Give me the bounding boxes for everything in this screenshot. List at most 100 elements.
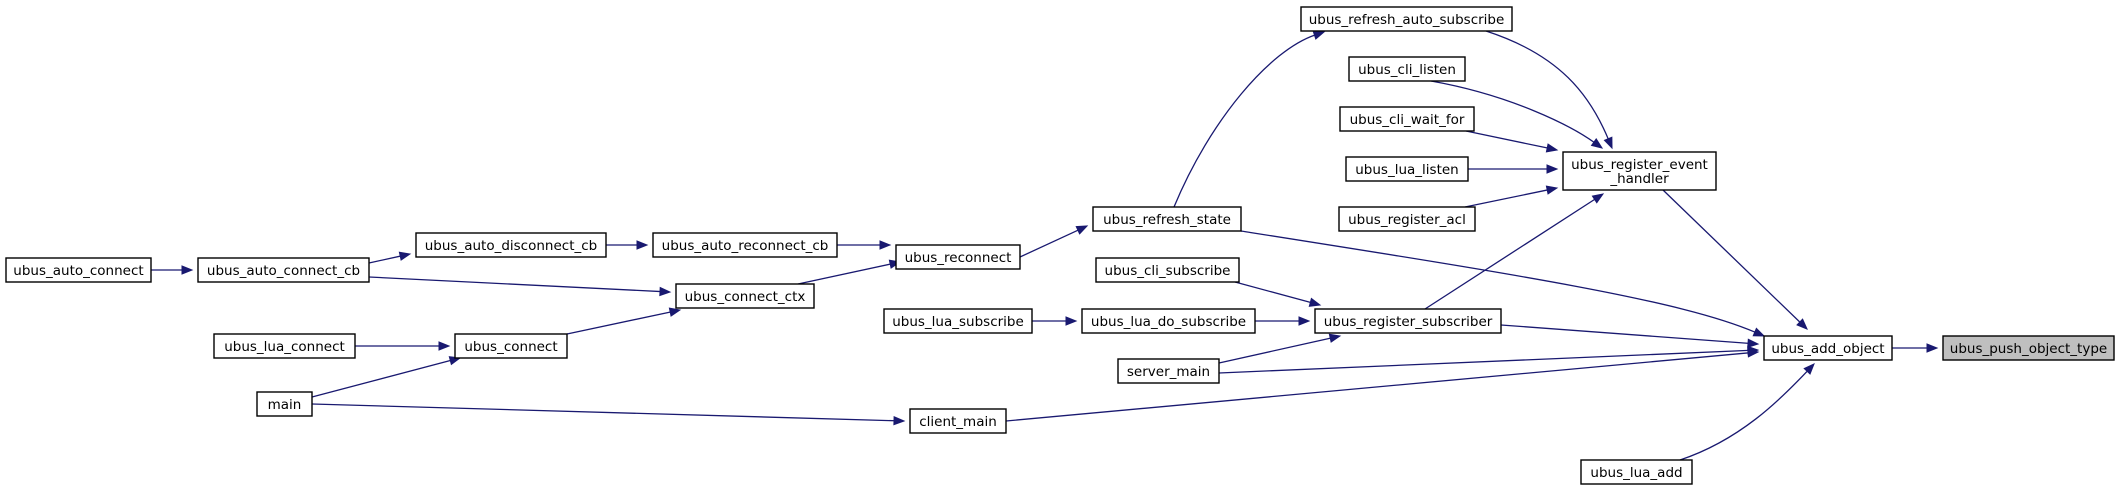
arrowhead-icon <box>1747 348 1760 358</box>
edge-auto_connect_cb-to-connect_ctx <box>368 276 672 297</box>
arrowhead-icon <box>1312 30 1326 40</box>
node-label: ubus_connect <box>464 339 557 355</box>
node-label: ubus_refresh_auto_subscribe <box>1309 12 1505 28</box>
node-auto-connect[interactable]: ubus_auto_connect <box>5 257 152 283</box>
node-label: ubus_push_object_type <box>1950 341 2107 357</box>
edge-cli_subscribe-to-register_subscriber <box>1234 281 1322 307</box>
node-connect[interactable]: ubus_connect <box>454 333 568 359</box>
node-refresh-auto-subscribe[interactable]: ubus_refresh_auto_subscribe <box>1300 6 1513 32</box>
node-box <box>256 391 313 417</box>
edge-line <box>1679 370 1809 461</box>
node-label: ubus_lua_add <box>1590 465 1682 481</box>
edge-lua_do_subscribe-to-register_subscriber <box>1255 316 1311 326</box>
edge-line <box>1485 30 1610 140</box>
node-cli-listen[interactable]: ubus_cli_listen <box>1348 56 1466 82</box>
arrowhead-icon <box>636 240 649 250</box>
node-lua-subscribe[interactable]: ubus_lua_subscribe <box>883 308 1033 334</box>
edge-auto_connect-to-auto_connect_cb <box>151 265 194 275</box>
node-reconnect[interactable]: ubus_reconnect <box>895 244 1021 270</box>
node-cli-wait-for[interactable]: ubus_cli_wait_for <box>1339 106 1475 132</box>
node-lua-do-subscribe[interactable]: ubus_lua_do_subscribe <box>1081 308 1256 334</box>
arrowhead-icon <box>659 286 672 297</box>
node-box <box>213 333 356 359</box>
node-box <box>883 308 1033 334</box>
node-register-subscriber[interactable]: ubus_register_subscriber <box>1314 308 1502 334</box>
arrowhead-icon <box>438 341 451 351</box>
arrowhead-icon <box>1546 164 1559 174</box>
arrowhead-icon <box>1752 327 1766 337</box>
node-label: ubus_cli_listen <box>1358 62 1456 78</box>
node-label: ubus_register_acl <box>1348 212 1466 228</box>
node-client-main[interactable]: client_main <box>909 408 1007 434</box>
node-box <box>895 244 1021 270</box>
node-auto-connect-cb[interactable]: ubus_auto_connect_cb <box>197 257 370 283</box>
edge-line <box>1173 34 1316 208</box>
node-lua-listen[interactable]: ubus_lua_listen <box>1345 156 1469 182</box>
node-box <box>1562 151 1717 191</box>
node-label: server_main <box>1127 364 1210 380</box>
edge-line <box>368 276 662 293</box>
edge-auto_disconnect_cb-to-auto_reconnect_cb <box>606 240 649 250</box>
node-auto-reconnect-cb[interactable]: ubus_auto_reconnect_cb <box>652 232 838 258</box>
node-box <box>1314 308 1502 334</box>
edge-line <box>311 403 896 422</box>
edge-refresh_state-to-refresh_auto_subscribe <box>1173 30 1326 208</box>
arrowhead-icon <box>1591 193 1605 204</box>
node-label: ubus_refresh_state <box>1103 212 1231 228</box>
node-add-object[interactable]: ubus_add_object <box>1763 335 1893 361</box>
node-box <box>5 257 152 283</box>
node-box <box>1300 6 1513 32</box>
node-label: ubus_register_event_handler <box>1571 157 1708 187</box>
node-lua-connect[interactable]: ubus_lua_connect <box>213 333 356 359</box>
edge-line <box>368 255 402 264</box>
node-label: ubus_auto_connect_cb <box>207 263 360 279</box>
arrowhead-icon <box>1545 185 1559 195</box>
node-main[interactable]: main <box>256 391 313 417</box>
node-label: ubus_connect_ctx <box>685 289 806 305</box>
edge-server_main-to-register_subscriber <box>1218 333 1342 364</box>
arrowhead-icon <box>1603 136 1613 150</box>
node-cli-subscribe[interactable]: ubus_cli_subscribe <box>1095 257 1240 283</box>
node-server-main[interactable]: server_main <box>1117 358 1220 384</box>
arrowhead-icon <box>1747 338 1760 348</box>
edge-register_acl-to-register_event_handler <box>1464 185 1559 208</box>
node-auto-disconnect-cb[interactable]: ubus_auto_disconnect_cb <box>415 232 607 258</box>
edge-lua_subscribe-to-lua_do_subscribe <box>1032 316 1078 326</box>
node-box <box>1338 206 1476 232</box>
node-label: ubus_lua_subscribe <box>892 314 1024 330</box>
edge-line <box>1234 281 1312 304</box>
node-refresh-state[interactable]: ubus_refresh_state <box>1092 206 1242 232</box>
edge-line <box>1424 198 1596 310</box>
edge-refresh_auto_subscribe-to-register_event_handler <box>1485 30 1613 150</box>
node-lua-add[interactable]: ubus_lua_add <box>1580 459 1693 485</box>
node-box <box>1942 335 2115 361</box>
edge-lua_connect-to-connect <box>355 341 451 351</box>
edge-line <box>1005 352 1750 422</box>
node-register-acl[interactable]: ubus_register_acl <box>1338 206 1476 232</box>
edge-refresh_state-to-add_object <box>1240 230 1766 337</box>
edge-cli_wait_for-to-register_event_handler <box>1465 130 1559 153</box>
node-push-object-type[interactable]: ubus_push_object_type <box>1942 335 2115 361</box>
edge-line <box>1240 230 1756 334</box>
node-register-event-handler[interactable]: ubus_register_event_handler <box>1562 151 1717 191</box>
node-label: ubus_add_object <box>1771 341 1884 357</box>
arrowhead-icon <box>398 251 412 261</box>
arrowhead-icon <box>181 265 194 275</box>
node-label: ubus_reconnect <box>905 250 1012 266</box>
edge-lua_add-to-add_object <box>1679 363 1815 461</box>
arrowhead-icon <box>1796 318 1808 330</box>
node-box <box>1348 56 1466 82</box>
edge-line <box>1019 229 1080 258</box>
arrowhead-icon <box>879 240 892 250</box>
arrowhead-icon <box>1590 138 1604 149</box>
node-box <box>675 283 815 309</box>
node-box <box>415 232 607 258</box>
edge-client_main-to-add_object <box>1005 348 1760 422</box>
node-connect-ctx[interactable]: ubus_connect_ctx <box>675 283 815 309</box>
node-label: client_main <box>919 414 997 430</box>
arrowhead-icon <box>668 307 682 317</box>
edge-main-to-client_main <box>311 403 906 426</box>
node-label: ubus_auto_reconnect_cb <box>662 238 829 254</box>
node-box <box>1081 308 1256 334</box>
node-box <box>454 333 568 359</box>
